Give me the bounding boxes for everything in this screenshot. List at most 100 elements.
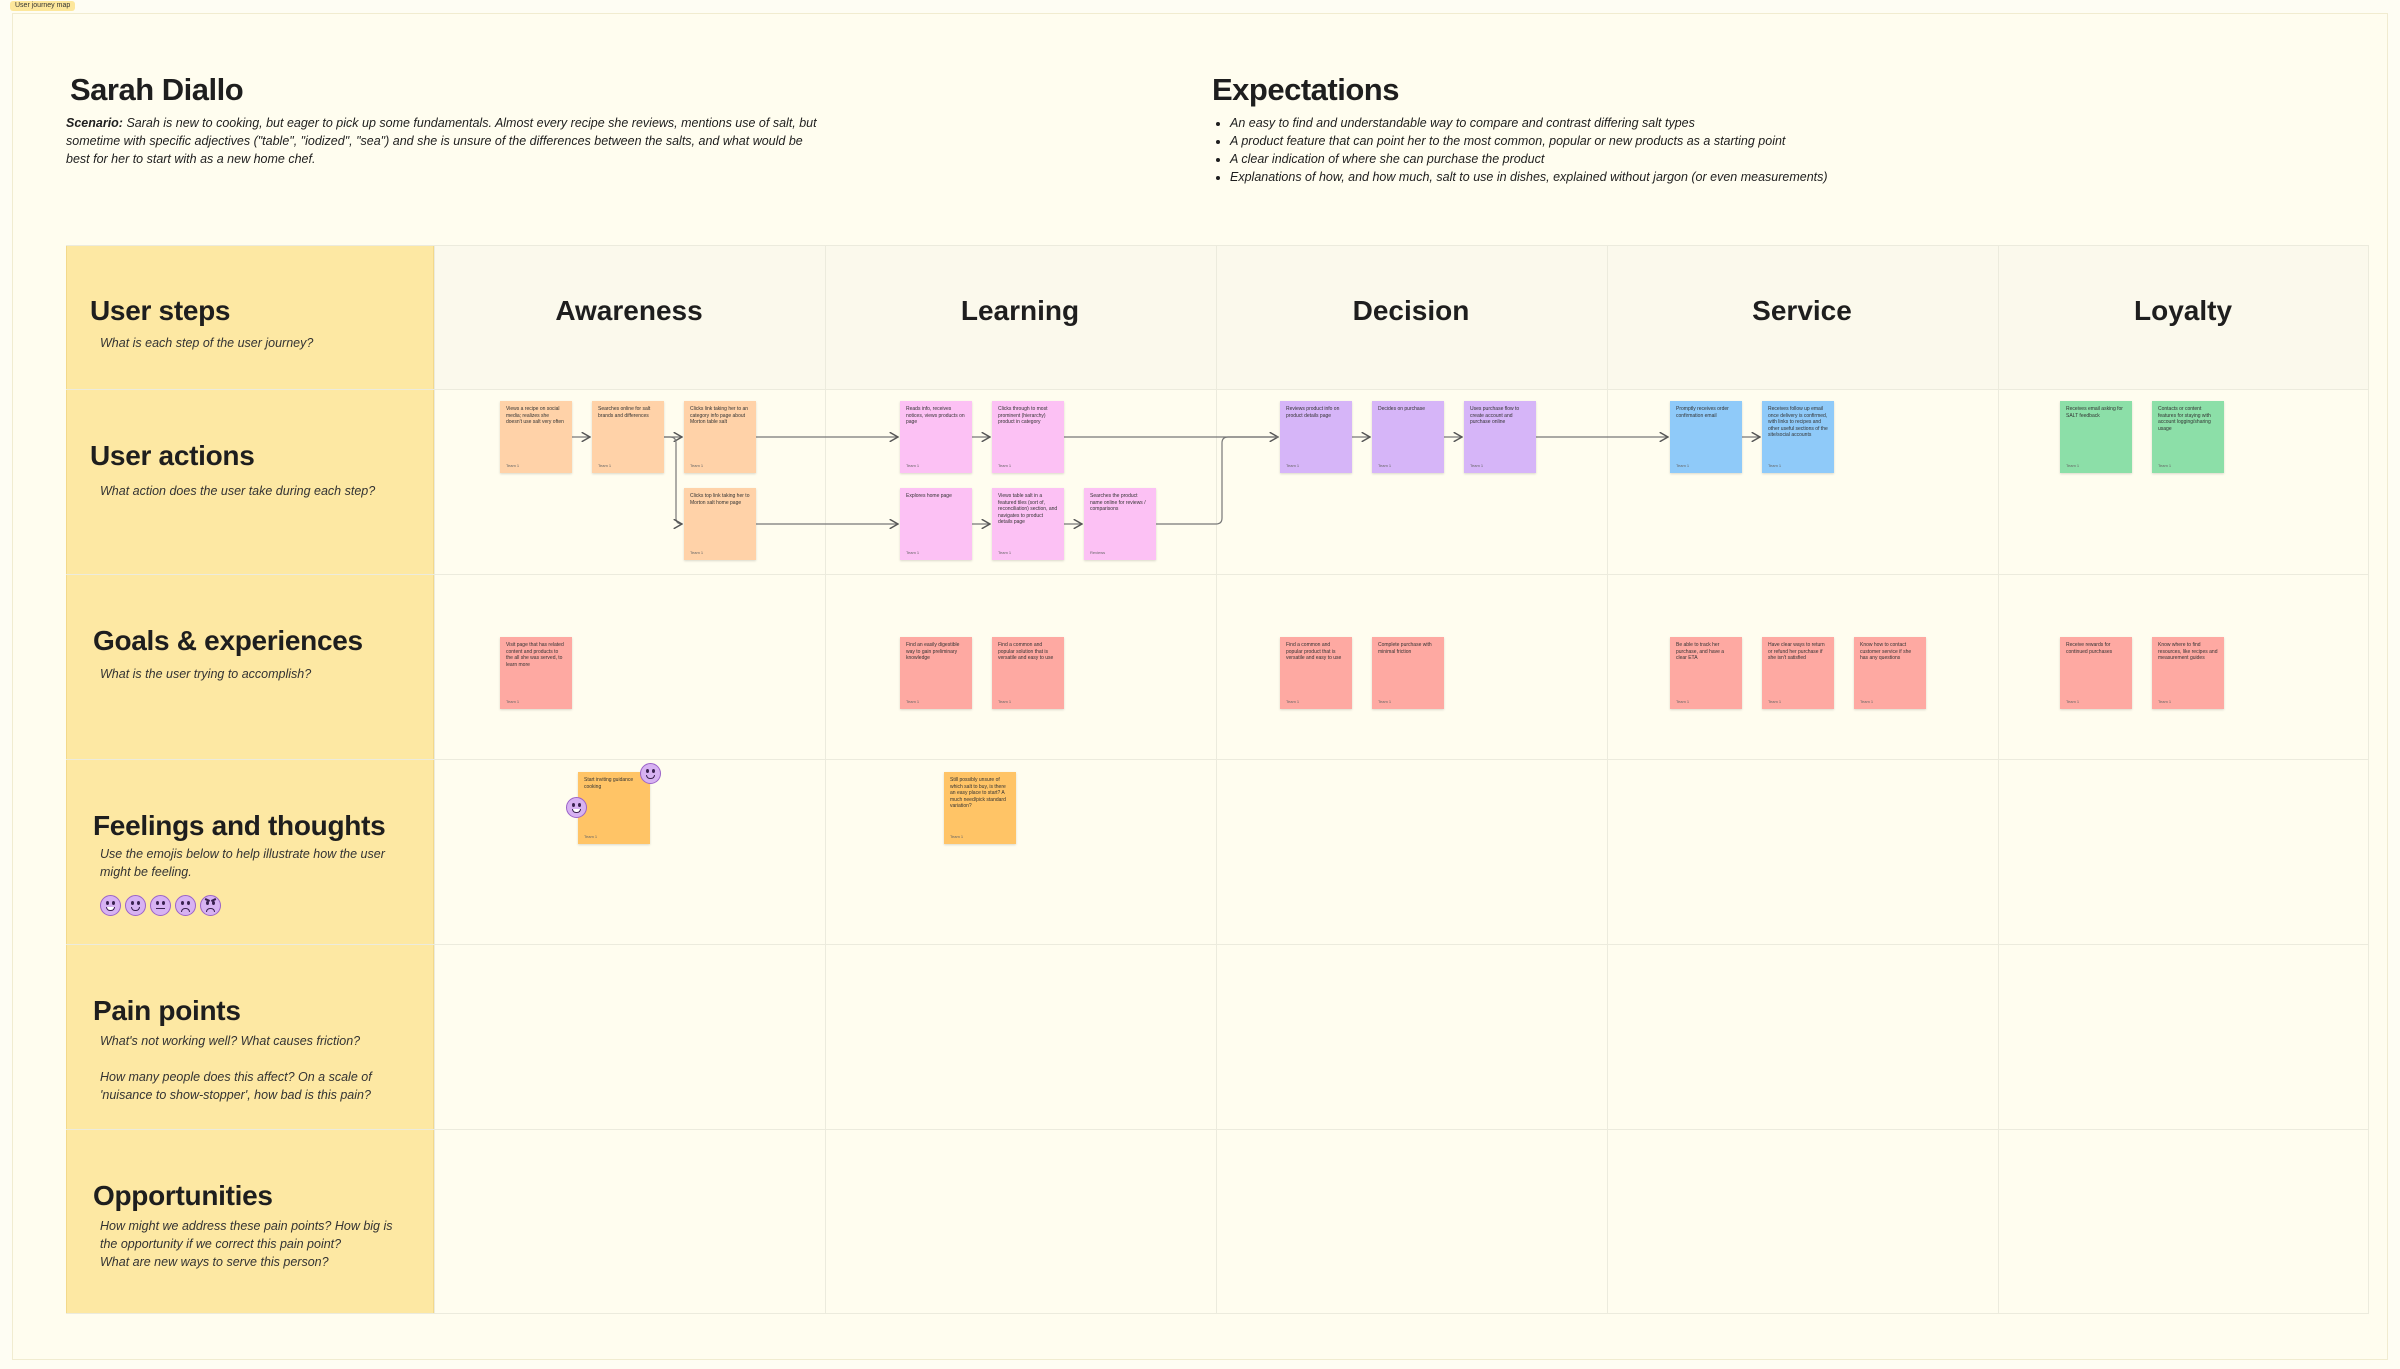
sticky-text: Decides on purchase <box>1378 406 1425 412</box>
sticky-note[interactable]: Promptly receives order confirmation ema… <box>1670 401 1742 473</box>
sticky-note[interactable]: Know how to contact customer service if … <box>1854 637 1926 709</box>
grin-emoji-icon[interactable] <box>100 895 121 916</box>
sticky-author: Team 1 <box>998 699 1012 704</box>
grid-line <box>1216 245 1217 1314</box>
expectation-item: A clear indication of where she can purc… <box>1230 150 1930 168</box>
row-desc-goals: What is the user trying to accomplish? <box>100 667 312 681</box>
row-title-opportunities: Opportunities <box>93 1180 273 1211</box>
neutral-emoji-icon[interactable] <box>150 895 171 916</box>
sticky-note[interactable]: Clicks top link taking her to Morton sal… <box>684 488 756 560</box>
sticky-note[interactable]: Searches online for salt brands and diff… <box>592 401 664 473</box>
row-label-column <box>66 245 434 1314</box>
sticky-note[interactable]: Find a common and popular solution that … <box>992 637 1064 709</box>
grid-line <box>1998 245 1999 1314</box>
phase-decision: Decision <box>1352 295 1470 326</box>
persona-scenario: Scenario: Sarah is new to cooking, but e… <box>66 114 826 168</box>
sticky-text: Uses purchase flow to create account and… <box>1470 406 1520 425</box>
sticky-author: Team 1 <box>1378 463 1392 468</box>
sticky-note[interactable]: Know where to find resources, like recip… <box>2152 637 2224 709</box>
sticky-author: Team 1 <box>906 463 920 468</box>
sad-emoji-icon[interactable] <box>175 895 196 916</box>
row-desc-feelings: Use the emojis below to help illustrate … <box>100 847 385 879</box>
sticky-text: Find a common and popular product that i… <box>1286 642 1342 661</box>
sticky-author: Team 1 <box>1378 699 1392 704</box>
sticky-note[interactable]: Visit page that has related content and … <box>500 637 572 709</box>
sticky-note[interactable]: Uses purchase flow to create account and… <box>1464 401 1536 473</box>
sticky-note[interactable]: Be able to track her purchase, and have … <box>1670 637 1742 709</box>
phase-learning: Learning <box>960 295 1080 326</box>
sticky-note[interactable]: Clicks through to most prominent (hierar… <box>992 401 1064 473</box>
persona-name: Sarah Diallo <box>70 72 244 107</box>
sticky-text: Have clear ways to return or refund her … <box>1768 642 1825 661</box>
sticky-author: Team 1 <box>1470 463 1484 468</box>
sticky-author: Team 1 <box>2066 463 2080 468</box>
sticky-text: Promptly receives order confirmation ema… <box>1676 406 1729 419</box>
sticky-author: Team 1 <box>1286 699 1300 704</box>
journey-board: Awareness Learning Decision Service Loya… <box>66 245 2369 1314</box>
sticky-note[interactable]: Still possibly unsure of which salt to b… <box>944 772 1016 844</box>
sticky-note[interactable]: Receives follow up email once delivery i… <box>1762 401 1834 473</box>
sticky-author: Team 1 <box>1676 699 1690 704</box>
sticky-text: Still possibly unsure of which salt to b… <box>950 777 1006 809</box>
sticky-author: Team 1 <box>690 550 704 555</box>
grid-line <box>66 389 2369 390</box>
connector-line[interactable] <box>664 436 682 524</box>
angry-emoji-icon[interactable] <box>200 895 221 916</box>
sticky-author: Team 1 <box>2066 699 2080 704</box>
sticky-note[interactable]: Find a common and popular product that i… <box>1280 637 1352 709</box>
sticky-author: Team 1 <box>1768 699 1782 704</box>
sticky-author: Reviews <box>1090 550 1106 555</box>
sticky-text: Views table salt in a featured tiles (so… <box>998 493 1058 525</box>
smile-emoji-icon[interactable] <box>125 895 146 916</box>
sticky-text: Find an easily digestible way to gain pr… <box>906 642 960 661</box>
sticky-text: Receives email asking for SALT feedback <box>2066 406 2123 419</box>
sticky-note[interactable]: Searches the product name online for rev… <box>1084 488 1156 560</box>
sticky-text: Complete purchase with minimal friction <box>1378 642 1432 655</box>
sticky-note[interactable]: Reviews product info on product details … <box>1280 401 1352 473</box>
grin-emoji-icon[interactable] <box>566 797 587 818</box>
sticky-note[interactable]: Clicks link taking her to an category in… <box>684 401 756 473</box>
sticky-author: Team 1 <box>2158 699 2172 704</box>
sticky-note[interactable]: Find an easily digestible way to gain pr… <box>900 637 972 709</box>
sticky-author: Team 1 <box>906 699 920 704</box>
sticky-text: Reads info, receives notices, views prod… <box>906 406 965 425</box>
phase-loyalty: Loyalty <box>2133 295 2233 326</box>
expectations-list: An easy to find and understandable way t… <box>1212 114 1930 186</box>
row-desc-opportunities: How might we address these pain points? … <box>100 1219 393 1269</box>
row-title-user-actions: User actions <box>90 440 255 471</box>
emoji-palette <box>100 895 221 916</box>
sticky-text: Clicks through to most prominent (hierar… <box>998 406 1048 425</box>
connector-line[interactable] <box>1156 436 1278 525</box>
sticky-text: Receives follow up email once delivery i… <box>1768 406 1828 438</box>
grid-line <box>825 245 826 1314</box>
grid-line <box>66 944 2369 945</box>
expectation-item: An easy to find and understandable way t… <box>1230 114 1930 132</box>
sticky-author: Team 1 <box>2158 463 2172 468</box>
sticky-text: Receive rewards for continued purchases <box>2066 642 2113 655</box>
sticky-text: Views a recipe on social media; realizes… <box>506 406 564 425</box>
sticky-note[interactable]: Reads info, receives notices, views prod… <box>900 401 972 473</box>
row-desc-user-steps: What is each step of the user journey? <box>100 336 314 350</box>
phase-service: Service <box>1752 295 1852 326</box>
grid-line <box>66 1129 2369 1130</box>
row-title-goals: Goals & experiences <box>93 625 363 656</box>
sticky-text: Know where to find resources, like recip… <box>2158 642 2218 661</box>
sticky-note[interactable]: Have clear ways to return or refund her … <box>1762 637 1834 709</box>
row-title-user-steps: User steps <box>90 295 231 326</box>
frame-label[interactable]: User journey map <box>10 1 76 11</box>
sticky-text: Explores home page <box>906 493 952 499</box>
sticky-note[interactable]: Views a recipe on social media; realizes… <box>500 401 572 473</box>
sticky-note[interactable]: Views table salt in a featured tiles (so… <box>992 488 1064 560</box>
expectations-title: Expectations <box>1212 72 1399 107</box>
smile-emoji-icon[interactable] <box>640 763 661 784</box>
sticky-author: Team 1 <box>1286 463 1300 468</box>
sticky-note[interactable]: Contacts or content features for staying… <box>2152 401 2224 473</box>
row-title-pain-points: Pain points <box>93 995 241 1026</box>
grid-line <box>66 1313 2369 1314</box>
